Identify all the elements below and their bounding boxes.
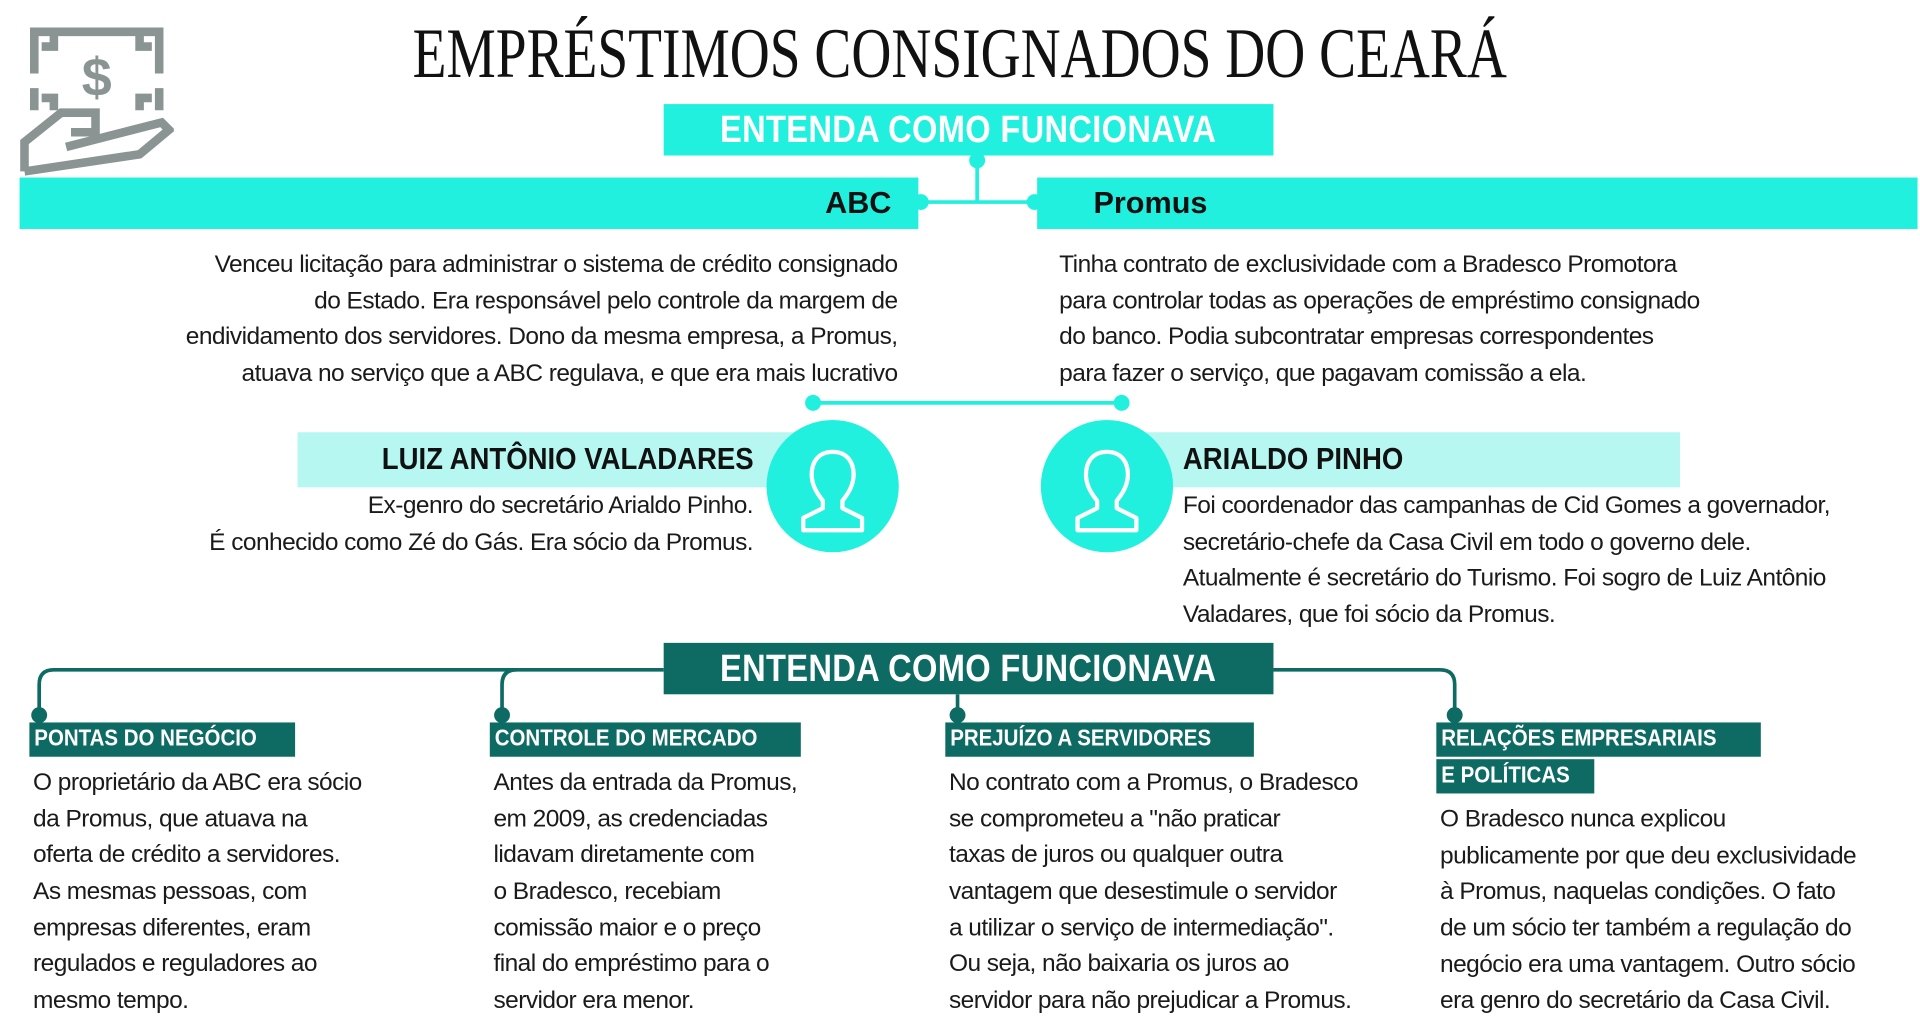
column-body: Antes da entrada da Promus, em 2009, as c… [493, 765, 800, 1019]
column-controle: CONTROLE DO MERCADO Antes da entrada da P… [489, 722, 801, 1019]
text-line: se comprometeu a "não praticar [948, 805, 1281, 833]
text-line: servidor era menor. [493, 987, 694, 1015]
column-body: No contrato com a Promus, o Bradesco se c… [949, 765, 1358, 1019]
text-line: É conhecido como Zé do Gás. Era sócio da… [209, 528, 754, 556]
text-line: vantagem que desestimule o servidor [948, 878, 1337, 905]
text-line: final do empréstimo para o [493, 950, 770, 978]
text-line: negócio era uma vantagem. Outro sócio [1440, 951, 1856, 979]
arialdo-name-band: ARIALDO PINHO [1138, 432, 1681, 488]
top-banner: ENTENDA COMO FUNCIONAVA [663, 104, 1274, 156]
text-line: era genro do secretário da Casa Civil. [1440, 987, 1831, 1015]
text-line: o Bradesco, recebiam [493, 878, 721, 905]
column-heading-text: PREJUÍZO A SERVIDORES [950, 726, 1212, 752]
text-line: regulados e reguladores ao [33, 950, 317, 978]
text-line: Foi coordenador das campanhas de Cid Gom… [1182, 492, 1831, 520]
luiz-avatar [766, 420, 899, 553]
text-line: secretário-chefe da Casa Civil em todo o… [1182, 528, 1751, 556]
text-line: para controlar todas as operações de emp… [1059, 287, 1700, 315]
text-line: comissão maior e o preço [493, 914, 761, 942]
text-line: Valadares, que foi sócio da Promus. [1182, 601, 1556, 629]
abc-header: ABC [19, 177, 919, 229]
bottom-banner: ENTENDA COMO FUNCIONAVA [663, 642, 1274, 695]
text-line: Antes da entrada da Promus, [493, 768, 798, 796]
text-line: do banco. Podia subcontratar empresas co… [1059, 323, 1654, 351]
text-line: O Bradesco nunca explicou [1440, 805, 1726, 833]
promus-description: Tinha contrato de exclusividade com a Br… [1059, 247, 1700, 392]
bottom-banner-text: ENTENDA COMO FUNCIONAVA [720, 646, 1217, 690]
luiz-name: LUIZ ANTÔNIO VALADARES [381, 442, 754, 477]
text-line: Ex-genro do secretário Arialdo Pinho. [367, 492, 754, 520]
column-pontas: PONTAS DO NEGÓCIO O proprietário da ABC e… [29, 722, 362, 1019]
column-heading: PONTAS DO NEGÓCIO [29, 722, 295, 757]
arialdo-name: ARIALDO PINHO [1182, 442, 1404, 477]
abc-description: Venceu licitação para administrar o sist… [186, 247, 898, 392]
text-line: Tinha contrato de exclusividade com a Br… [1059, 251, 1677, 278]
luiz-name-band: LUIZ ANTÔNIO VALADARES [297, 432, 800, 488]
text-line: taxas de juros ou qualquer outra [948, 841, 1283, 869]
text-line: As mesmas pessoas, com [33, 878, 307, 905]
svg-text:$: $ [82, 48, 112, 108]
text-line: para fazer o serviço, que pagavam comiss… [1059, 360, 1587, 388]
text-line: atuava no serviço que a ABC regulava, e … [241, 360, 899, 388]
text-line: Venceu licitação para administrar o sist… [214, 251, 899, 278]
text-line: Ou seja, não baixaria os juros ao [948, 950, 1289, 978]
column-heading-text: E POLÍTICAS [1441, 762, 1570, 789]
column-heading: CONTROLE DO MERCADO [489, 722, 801, 757]
column-prejuizo: PREJUÍZO A SERVIDORES No contrato com a P… [945, 722, 1358, 1019]
arialdo-avatar [1040, 420, 1174, 553]
money-hand-icon: $ [20, 27, 174, 176]
promus-header: Promus [1037, 177, 1918, 229]
column-heading: E POLÍTICAS [1436, 759, 1595, 794]
column-relacoes: RELAÇÕES EMPRESARIAIS E POLÍTICAS O Brades… [1436, 722, 1857, 1020]
text-line: de um sócio ter também a regulação do [1440, 914, 1852, 942]
column-heading-text: PONTAS DO NEGÓCIO [34, 726, 257, 752]
column-body: O proprietário da ABC era sócio da Promus… [33, 765, 362, 1019]
abc-name: ABC [825, 185, 892, 220]
column-heading: RELAÇÕES EMPRESARIAIS [1436, 722, 1762, 757]
column-heading: PREJUÍZO A SERVIDORES [945, 722, 1255, 757]
text-line: No contrato com a Promus, o Bradesco [948, 768, 1358, 796]
page-title-text: EMPRÉSTIMOS CONSIGNADOS DO CEARÁ [412, 13, 1508, 94]
text-line: da Promus, que atuava na [33, 805, 308, 833]
text-line: lidavam diretamente com [493, 841, 755, 869]
text-line: servidor para não prejudicar a Promus. [948, 987, 1352, 1015]
promus-name: Promus [1093, 185, 1208, 220]
page-title: EMPRÉSTIMOS CONSIGNADOS DO CEARÁ [0, 17, 1920, 90]
text-line: do Estado. Era responsável pelo controle… [314, 287, 898, 315]
column-heading-text: RELAÇÕES EMPRESARIAIS [1441, 726, 1717, 752]
column-body: O Bradesco nunca explicou publicamente po… [1440, 802, 1857, 1020]
person-icon [1075, 449, 1139, 533]
text-line: a utilizar o serviço de intermediação". [948, 914, 1334, 942]
luiz-description: Ex-genro do secretário Arialdo Pinho. É c… [209, 489, 753, 562]
text-line: à Promus, naquelas condições. O fato [1440, 878, 1836, 906]
top-banner-text: ENTENDA COMO FUNCIONAVA [720, 107, 1217, 151]
arialdo-description: Foi coordenador das campanhas de Cid Gom… [1182, 489, 1831, 634]
text-line: oferta de crédito a servidores. [33, 841, 340, 869]
text-line: publicamente por que deu exclusividade [1440, 842, 1857, 870]
text-line: endividamento dos servidores. Dono da me… [185, 323, 898, 351]
column-heading-text: CONTROLE DO MERCADO [494, 726, 758, 752]
text-line: Atualmente é secretário do Turismo. Foi … [1182, 564, 1827, 592]
text-line: empresas diferentes, eram [33, 914, 311, 942]
text-line: em 2009, as credenciadas [493, 805, 768, 833]
person-icon [801, 449, 865, 533]
text-line: O proprietário da ABC era sócio [33, 768, 362, 796]
text-line: mesmo tempo. [33, 987, 189, 1015]
